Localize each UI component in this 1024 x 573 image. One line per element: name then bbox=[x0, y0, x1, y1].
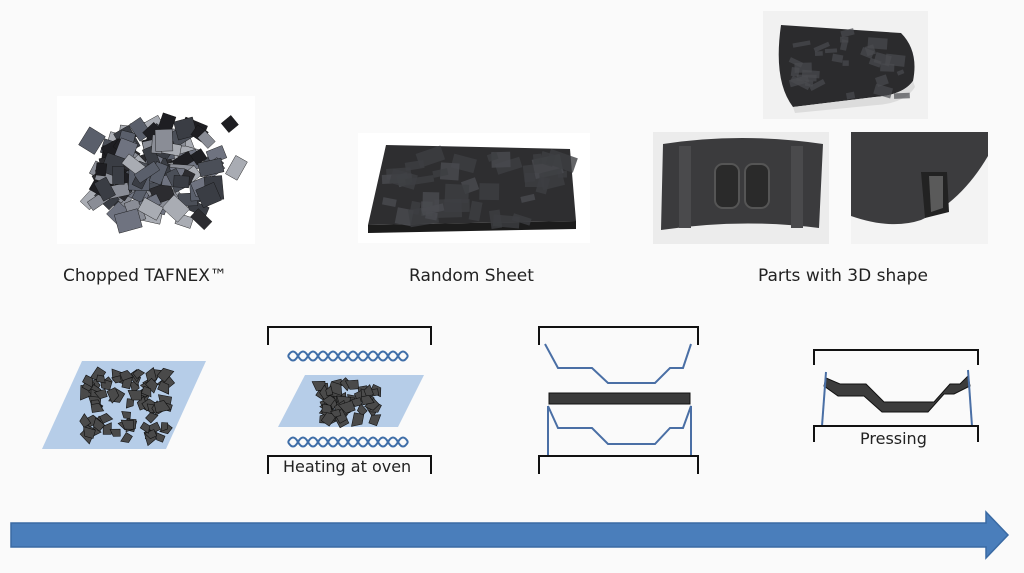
step4-top-bracket bbox=[813, 349, 979, 365]
chopped-tafnex-photo bbox=[57, 96, 255, 244]
step2-bottom-heater bbox=[287, 436, 409, 448]
heating-label: Heating at oven bbox=[283, 457, 411, 476]
bracket-part-photo bbox=[851, 132, 988, 244]
step4-bottom-bracket bbox=[813, 425, 979, 442]
molded-part-photo-top bbox=[763, 11, 928, 119]
hood-part-photo bbox=[653, 132, 829, 244]
random-sheet-photo bbox=[358, 133, 590, 243]
step2-top-bracket bbox=[267, 326, 432, 345]
step3-bottom-bracket bbox=[538, 455, 699, 474]
pressing-label: Pressing bbox=[860, 429, 927, 448]
step2-chips bbox=[311, 377, 382, 429]
caption-chopped-tafnex: Chopped TAFNEX™ bbox=[63, 266, 227, 286]
step3-lower-mold bbox=[547, 405, 692, 457]
caption-random-sheet: Random Sheet bbox=[409, 266, 534, 286]
step3-sheet bbox=[548, 392, 691, 405]
step3-top-bracket bbox=[538, 326, 699, 345]
step4-mold-left bbox=[821, 371, 827, 427]
step4-mold-right bbox=[967, 369, 973, 427]
step4-pressed-part bbox=[823, 374, 971, 413]
caption-parts-3d: Parts with 3D shape bbox=[758, 266, 928, 286]
step2-top-heater bbox=[287, 350, 409, 362]
step2-bottom-bracket bbox=[267, 455, 432, 474]
step1-chips bbox=[79, 366, 176, 447]
process-arrow bbox=[10, 510, 1010, 560]
step3-upper-mold bbox=[544, 343, 692, 384]
